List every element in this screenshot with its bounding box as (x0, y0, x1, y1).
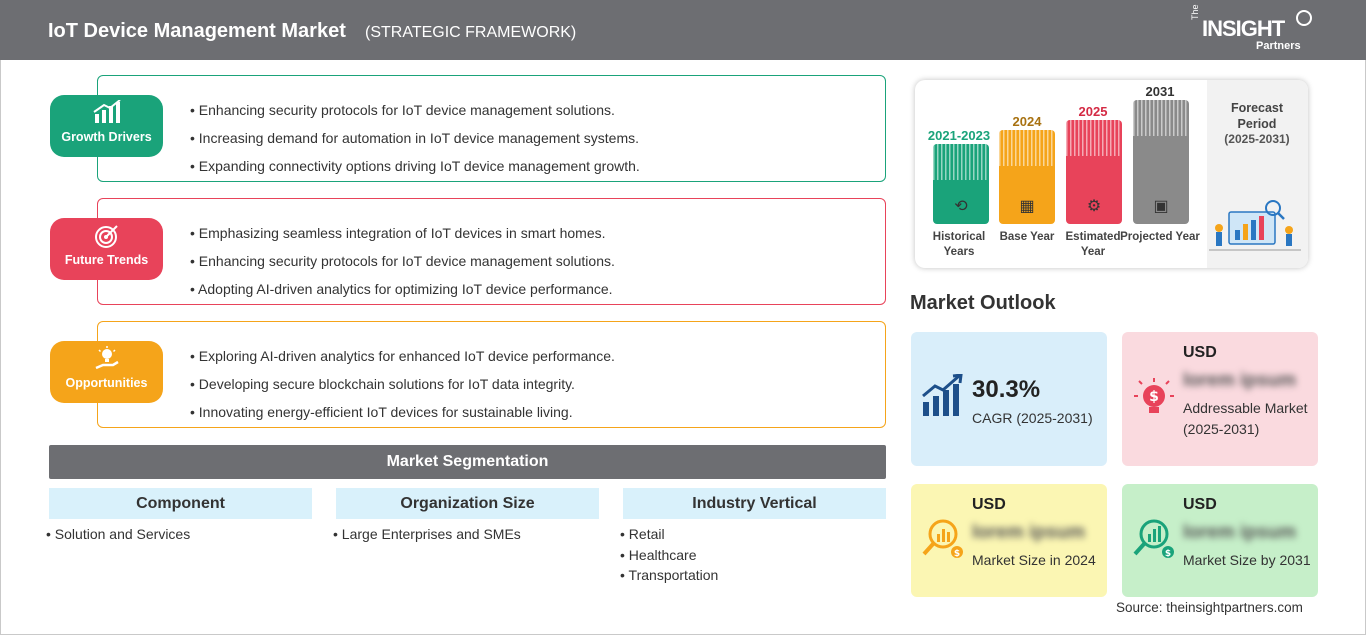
timeline-panel: Forecast Period (2025-2031) 2021-2023 ⟲ … (915, 80, 1308, 268)
magnifier-chart-icon: $ (922, 519, 963, 559)
growth-drivers-badge: Growth Drivers (50, 95, 163, 157)
market-outlook-title: Market Outlook (910, 292, 1056, 314)
future-trends-label: Future Trends (64, 253, 149, 267)
forecast-period-label: Forecast Period (1230, 101, 1284, 131)
list-item: Enhancing security protocols for IoT dev… (190, 247, 615, 275)
size-2024-usd: USD (972, 496, 1006, 513)
timeline-column-base: ▦ (999, 130, 1055, 224)
cagr-label: CAGR (2025-2031) (972, 410, 1093, 426)
list-item: Developing secure blockchain solutions f… (190, 370, 615, 398)
dollar-bulb-icon: $ (1134, 378, 1174, 413)
addressable-market-tile: USD lorem ipsum Addressable Market (2025… (1122, 332, 1318, 466)
future-trends-badge: Future Trends (50, 218, 163, 280)
timeline-column-historical: ⟲ (933, 144, 989, 224)
future-trends-card: Emphasizing seamless integration of IoT … (97, 198, 886, 305)
market-size-2024-tile: USD lorem ipsum Market Size in 2024 $ (911, 484, 1107, 597)
insight-partners-logo[interactable]: The INSIGHT Partners (1190, 4, 1320, 54)
timeline-column-projected: ▣ (1133, 100, 1189, 224)
opportunities-list: Exploring AI-driven analytics for enhanc… (190, 342, 615, 426)
segment-industry-heading: Industry Vertical (623, 488, 886, 519)
size-2024-label: Market Size in 2024 (972, 552, 1096, 568)
growth-chart-icon (922, 374, 963, 416)
forecast-period-years: (2025-2031) (1224, 132, 1290, 146)
list-item: Solution and Services (46, 524, 190, 545)
list-item: Adopting AI-driven analytics for optimiz… (190, 275, 615, 303)
list-item: Healthcare (620, 545, 718, 566)
logo-ring-icon (1296, 10, 1312, 26)
svg-text:$: $ (1149, 389, 1159, 405)
svg-text:$: $ (954, 549, 960, 559)
header-bar: IoT Device Management Market (STRATEGIC … (0, 0, 1366, 60)
growth-drivers-label: Growth Drivers (61, 130, 152, 144)
page-title: IoT Device Management Market (48, 20, 346, 42)
list-item: Expanding connectivity options driving I… (190, 152, 640, 180)
list-item: Increasing demand for automation in IoT … (190, 124, 640, 152)
addressable-value: lorem ipsum (1183, 370, 1296, 391)
logo-insight: INSIGHT (1202, 16, 1285, 41)
calendar-icon: ▦ (1019, 198, 1035, 215)
list-item: Exploring AI-driven analytics for enhanc… (190, 342, 615, 370)
timeline-label-projected: Projected Year (1120, 231, 1200, 243)
timeline-year-projected: 2031 (1145, 84, 1175, 99)
svg-text:$: $ (1165, 549, 1171, 559)
timeline-label-historical: Historical Years (932, 231, 986, 258)
bar-growth-icon (50, 99, 163, 130)
growth-drivers-list: Enhancing security protocols for IoT dev… (190, 96, 640, 180)
cagr-tile: 30.3% CAGR (2025-2031) (911, 332, 1107, 466)
timeline-column-estimated: ⚙ (1066, 120, 1122, 224)
target-icon (50, 223, 163, 253)
segment-industry-list: Retail Healthcare Transportation (620, 524, 719, 586)
segment-organization-heading: Organization Size (336, 488, 599, 519)
lightbulb-hand-icon (50, 346, 163, 376)
list-item: Retail (620, 524, 718, 545)
size-2031-usd: USD (1183, 496, 1217, 513)
growth-drivers-card: Enhancing security protocols for IoT dev… (97, 75, 886, 182)
logo-the: The (1190, 4, 1200, 20)
analytics-illustration-icon (1209, 200, 1301, 251)
list-item: Innovating energy-efficient IoT devices … (190, 398, 615, 426)
list-item: Emphasizing seamless integration of IoT … (190, 219, 615, 247)
market-segmentation-bar: Market Segmentation (49, 445, 886, 479)
magnifier-growth-icon: $ (1133, 519, 1174, 559)
segment-component-list: Solution and Services (46, 524, 190, 545)
size-2031-value: lorem ipsum (1183, 522, 1296, 543)
timeline-year-base: 2024 (1012, 114, 1042, 129)
gears-icon: ⚙ (1086, 198, 1102, 215)
addressable-usd: USD (1183, 344, 1217, 361)
list-item: Transportation (620, 565, 719, 586)
logo-partners: Partners (1256, 40, 1301, 52)
list-item: Large Enterprises and SMEs (333, 524, 521, 545)
timeline-year-historical: 2021-2023 (927, 128, 991, 143)
size-2031-label: Market Size by 2031 (1183, 552, 1311, 568)
market-size-2031-tile: USD lorem ipsum Market Size by 2031 $ (1122, 484, 1318, 597)
timeline-label-base: Base Year (999, 231, 1055, 243)
future-trends-list: Emphasizing seamless integration of IoT … (190, 219, 615, 303)
presentation-icon: ▣ (1153, 198, 1169, 215)
page-subtitle: (STRATEGIC FRAMEWORK) (365, 24, 577, 41)
size-2024-value: lorem ipsum (972, 522, 1085, 543)
list-item: Enhancing security protocols for IoT dev… (190, 96, 640, 124)
cagr-value: 30.3% (972, 376, 1041, 403)
timeline-year-estimated: 2025 (1078, 104, 1108, 119)
addressable-label: Addressable Market (2025-2031) (1183, 400, 1308, 437)
segment-component-heading: Component (49, 488, 312, 519)
opportunities-label: Opportunities (65, 376, 148, 390)
opportunities-card: Exploring AI-driven analytics for enhanc… (97, 321, 886, 428)
source-link[interactable]: Source: theinsightpartners.com (1116, 600, 1303, 615)
history-icon: ⟲ (954, 198, 968, 215)
segment-organization-list: Large Enterprises and SMEs (333, 524, 521, 545)
opportunities-badge: Opportunities (50, 341, 163, 403)
timeline-label-estimated: Estimated Year (1065, 231, 1121, 258)
